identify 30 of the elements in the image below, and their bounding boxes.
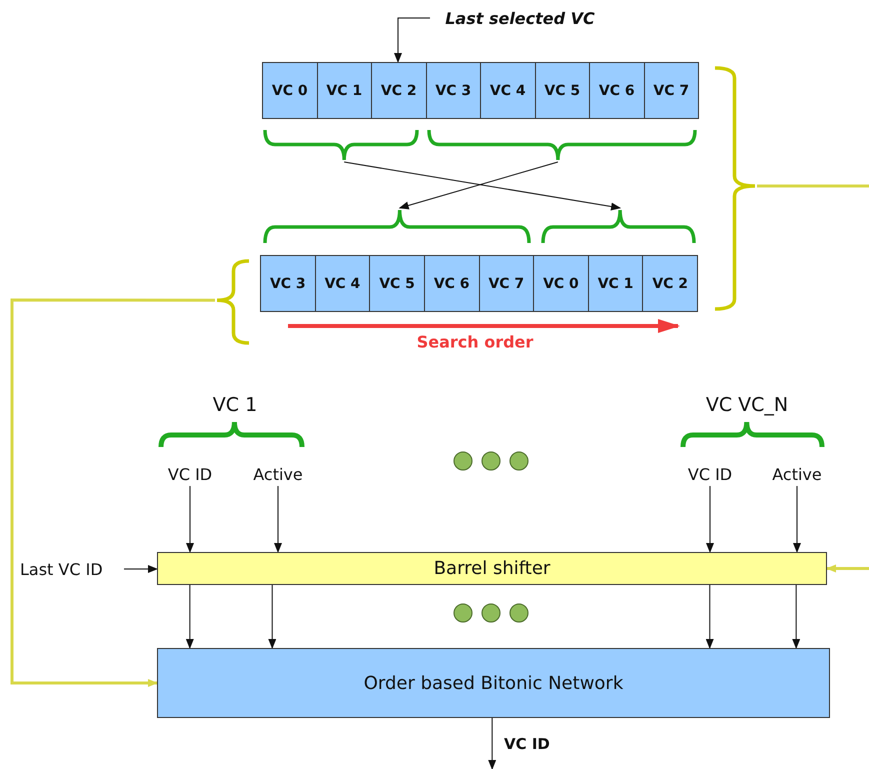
arrow	[398, 162, 558, 210]
arrow	[10, 298, 215, 687]
text-label: Last selected VC	[430, 6, 610, 30]
arrow	[186, 584, 194, 649]
arrow	[792, 584, 800, 649]
process-box: Barrel shifter	[157, 552, 827, 585]
arrow	[124, 565, 158, 573]
arrow	[706, 486, 714, 553]
arrow	[826, 564, 869, 572]
vc-cell: VC 4	[314, 256, 370, 311]
text-label: VC ID	[675, 462, 745, 486]
arrow	[706, 584, 714, 649]
text-label: Active	[240, 462, 316, 486]
arrow	[268, 584, 276, 649]
vc-cell: VC 1	[588, 256, 642, 311]
caption-text: Search order	[416, 332, 534, 352]
vc-row	[260, 255, 698, 312]
group-label: VC 1	[212, 394, 258, 416]
process-box: Order based Bitonic Network	[157, 648, 830, 718]
arrow	[344, 162, 622, 210]
arrow	[274, 486, 282, 553]
text-label: Last VC ID	[20, 557, 124, 581]
group-label: VC VC_N	[706, 394, 788, 416]
arrow	[793, 486, 801, 553]
arrow	[488, 718, 496, 769]
arrow	[186, 486, 194, 553]
text-label: VC ID	[155, 462, 225, 486]
vc-row	[262, 62, 699, 119]
arrow	[394, 18, 430, 63]
text-label: Active	[758, 462, 836, 486]
